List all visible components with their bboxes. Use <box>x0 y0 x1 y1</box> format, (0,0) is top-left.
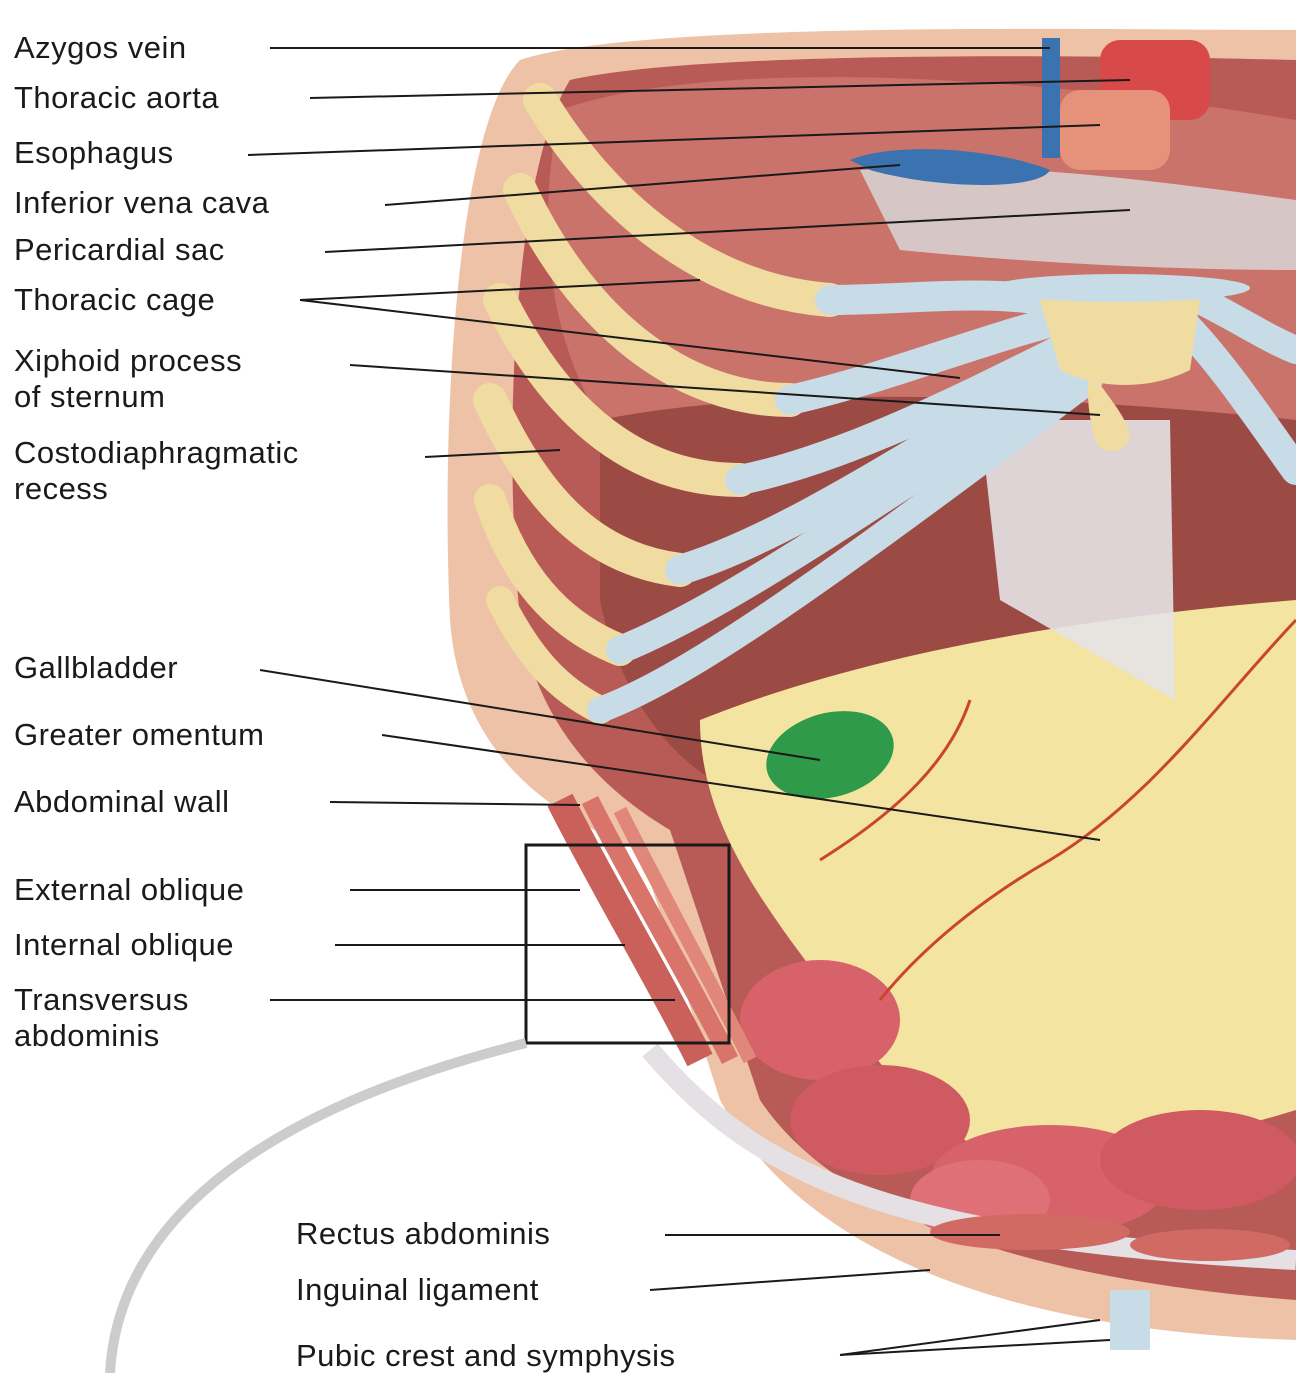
label-esophagus: Esophagus <box>14 135 174 171</box>
label-thoracic-aorta: Thoracic aorta <box>14 80 219 116</box>
rectus-abdominis-shape-2 <box>1130 1229 1290 1261</box>
label-xiphoid-process: Xiphoid process of sternum <box>14 343 242 415</box>
label-gallbladder: Gallbladder <box>14 650 178 686</box>
esophagus-shape <box>1060 90 1170 170</box>
detail-callout-curve <box>110 1043 526 1373</box>
sternal-cartilage <box>990 274 1250 302</box>
pubic-symphysis <box>1110 1290 1150 1350</box>
label-internal-oblique: Internal oblique <box>14 927 234 963</box>
label-inferior-vena-cava: Inferior vena cava <box>14 185 269 221</box>
label-rectus-abdominis: Rectus abdominis <box>296 1216 550 1252</box>
label-azygos-vein: Azygos vein <box>14 30 187 66</box>
azygos-vein-shape <box>1042 38 1060 158</box>
label-greater-omentum: Greater omentum <box>14 717 264 753</box>
rectus-abdominis-shape <box>930 1214 1130 1250</box>
label-inguinal-ligament: Inguinal ligament <box>296 1272 539 1308</box>
label-transversus-abdominis: Transversus abdominis <box>14 982 189 1054</box>
label-pubic-crest: Pubic crest and symphysis <box>296 1338 675 1374</box>
label-thoracic-cage: Thoracic cage <box>14 282 215 318</box>
label-abdominal-wall: Abdominal wall <box>14 784 230 820</box>
label-pericardial-sac: Pericardial sac <box>14 232 225 268</box>
label-external-oblique: External oblique <box>14 872 244 908</box>
label-costodiaphragmatic-recess: Costodiaphragmatic recess <box>14 435 299 507</box>
